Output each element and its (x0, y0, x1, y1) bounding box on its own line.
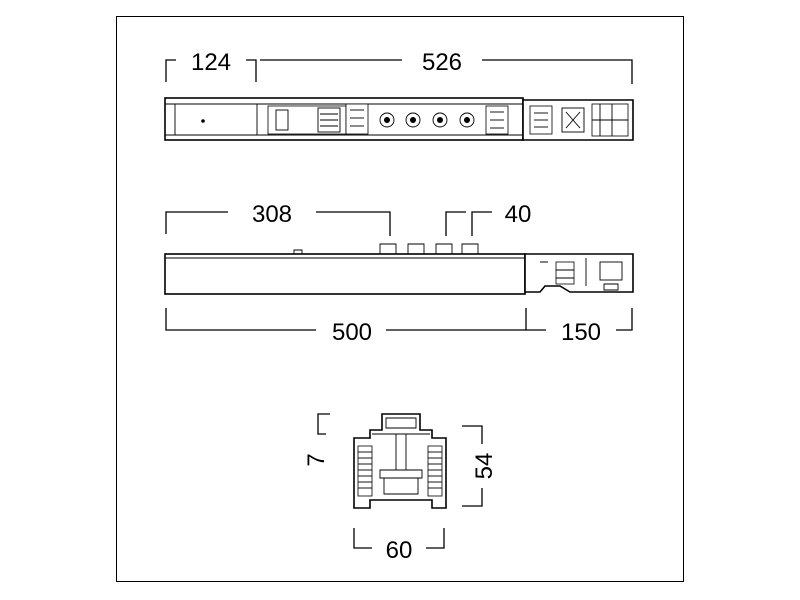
dim-line-54-top (462, 425, 483, 444)
dim-line-7 (317, 413, 330, 435)
side-view: 308 40 500 150 (164, 201, 634, 346)
dim-label-526: 526 (422, 49, 462, 76)
dim-line-500-left (165, 308, 316, 331)
cross-section: 7 54 60 (303, 413, 498, 564)
dim-label-40: 40 (505, 201, 532, 228)
dim-line-40-right (471, 211, 492, 236)
dim-line-124-left (165, 59, 176, 82)
contact-row (379, 112, 475, 128)
dim-label-7: 7 (303, 453, 330, 466)
dim-line-526-right (482, 59, 633, 84)
side-end-cap (524, 253, 634, 293)
dim-line-54-bottom (462, 488, 483, 507)
dim-label-500: 500 (332, 319, 372, 346)
left-contact-spring (357, 445, 373, 497)
right-contact-spring (427, 445, 443, 497)
dim-line-60-right (426, 528, 445, 549)
top-view: 124 526 (164, 49, 634, 141)
dim-line-124-right (246, 59, 257, 82)
dim-label-124: 124 (191, 49, 231, 76)
dim-line-308-left (165, 211, 228, 234)
dim-label-60: 60 (386, 537, 413, 564)
profile-outline (353, 413, 447, 509)
dim-line-308-right (316, 211, 391, 236)
dim-line-500-right (386, 308, 527, 331)
dim-line-60-left (353, 528, 372, 549)
side-housing (164, 253, 526, 295)
dim-label-308: 308 (252, 201, 292, 228)
dim-line-150-right (616, 308, 633, 331)
dim-label-54: 54 (471, 453, 498, 480)
dim-label-150: 150 (561, 319, 601, 346)
dim-line-40-left (445, 211, 466, 236)
